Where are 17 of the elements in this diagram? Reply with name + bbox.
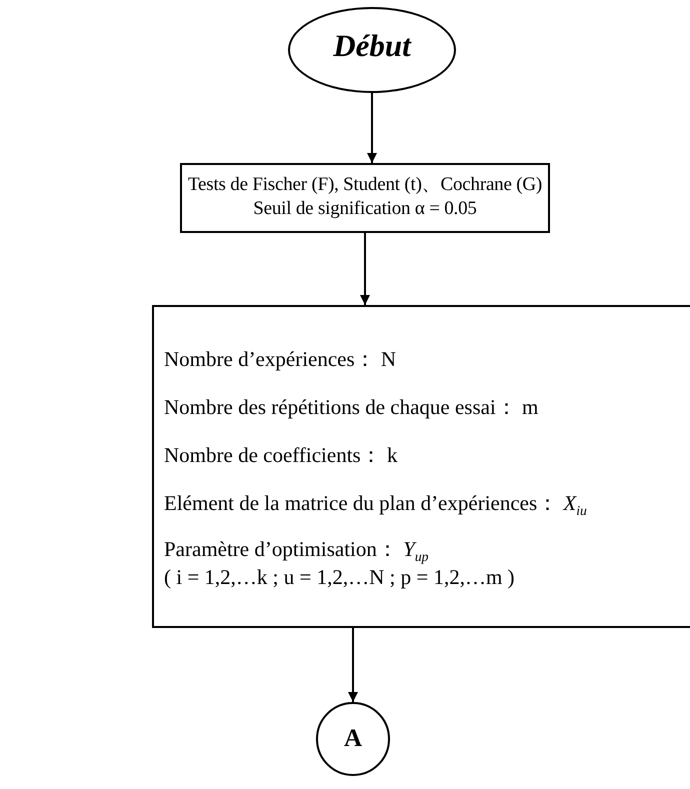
- node-text: Elément de la matrice du plan d’expériences： X$_{iu}$: [164, 490, 587, 520]
- node-text: A: [342, 725, 364, 753]
- node-text: Nombre de coefficients： k: [164, 442, 398, 469]
- process-box: [152, 305, 690, 628]
- process-box: [180, 163, 550, 233]
- connector-circle: [316, 702, 390, 776]
- node-text: ( i = 1,2,…k ; u = 1,2,…N ; p = 1,2,…m ): [164, 565, 515, 590]
- node-text: Nombre d’expériences： N: [164, 346, 396, 373]
- node-text: Nombre des répétitions de chaque essai： m: [164, 394, 538, 421]
- arrow: [348, 628, 358, 702]
- start-ellipse: [288, 7, 456, 93]
- node-text: Tests de Fischer (F), Student (t)、Cochrane (G): [186, 173, 544, 197]
- arrow: [360, 233, 370, 305]
- node-text: Seuil de signification α = 0.05: [252, 198, 478, 220]
- arrow: [367, 93, 377, 163]
- node-text: Paramètre d’optimisation： Y$_{up}$: [164, 536, 428, 566]
- node-text: Début: [332, 28, 412, 64]
